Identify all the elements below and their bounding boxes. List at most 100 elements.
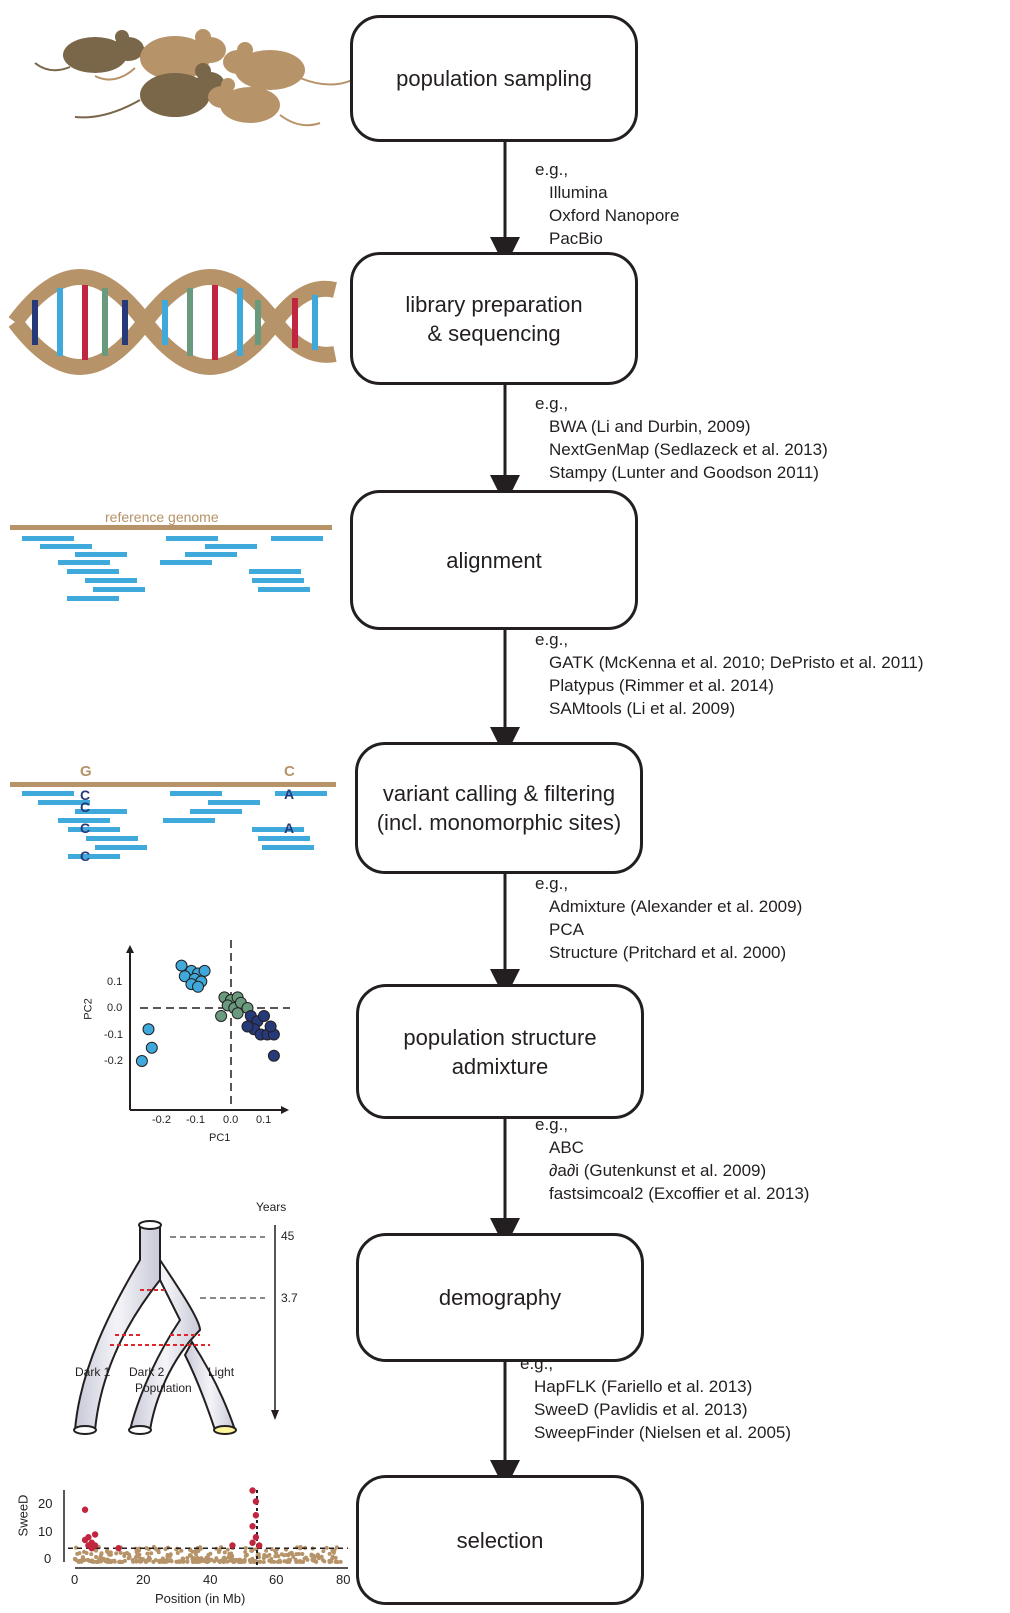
step-library-preparation: library preparation& sequencing (350, 252, 638, 385)
sweed-ytick: 20 (38, 1496, 53, 1511)
sweed-background-point (185, 1555, 190, 1560)
sweed-background-point (193, 1549, 198, 1554)
tools-header: e.g., (535, 874, 569, 893)
sweed-outlier-point (249, 1487, 256, 1494)
sweed-background-point (269, 1559, 274, 1564)
tools-structure: e.g., Admixture (Alexander et al. 2009) … (535, 872, 802, 964)
step-label: variant calling & filtering (382, 781, 616, 806)
sweed-background-point (217, 1559, 222, 1564)
sweed-outlier-point (252, 1534, 260, 1541)
pca-point-light-blue (145, 1041, 158, 1054)
pca-xtick: -0.1 (186, 1114, 205, 1126)
step-label: population sampling (396, 66, 592, 91)
sweed-background-point (214, 1556, 219, 1561)
sweed-background-point (209, 1557, 214, 1562)
tools-sequencing: e.g., Illumina Oxford Nanopore PacBio (535, 158, 679, 250)
alt-base-a-1: A (284, 786, 295, 802)
sweed-outlier-point (81, 1506, 89, 1513)
pca-ytick: -0.1 (104, 1029, 123, 1041)
tool-item: ABC (549, 1138, 584, 1157)
variant-illustration (10, 782, 336, 859)
pca-point-light-blue (175, 959, 188, 972)
tool-item: Platypus (Rimmer et al. 2014) (549, 676, 774, 695)
alt-base-c-4: C (80, 848, 91, 864)
step-label-2: & sequencing (427, 320, 561, 346)
sweed-background-point (314, 1559, 319, 1564)
sweed-background-point (127, 1554, 132, 1559)
sweed-background-point (224, 1559, 229, 1564)
sweed-xtick: 60 (269, 1572, 284, 1587)
step-label: alignment (446, 547, 542, 573)
tools-variant-calling: e.g., GATK (McKenna et al. 2010; DePrist… (535, 628, 924, 720)
sweed-background-point (228, 1558, 233, 1563)
years-label: Years (256, 1200, 287, 1214)
sweed-background-point (321, 1549, 326, 1554)
sweed-background-point (225, 1547, 230, 1552)
sweed-xlabel: Position (in Mb) (155, 1591, 246, 1606)
sweed-background-point (293, 1557, 298, 1562)
sweed-plot (63, 1487, 348, 1569)
sweed-background-point (122, 1551, 127, 1556)
tools-header: e.g., (535, 394, 569, 413)
sweed-background-point (139, 1556, 144, 1561)
sweed-background-point (276, 1554, 281, 1559)
sweed-background-point (327, 1551, 332, 1556)
sweed-background-point (236, 1559, 241, 1564)
sweed-background-point (286, 1553, 291, 1558)
sweed-background-point (175, 1550, 180, 1555)
tool-item: PCA (549, 920, 584, 939)
sweed-background-point (133, 1555, 138, 1560)
sweed-background-point (90, 1559, 95, 1564)
step-demography: demography (356, 1233, 644, 1362)
sweed-background-point (168, 1557, 173, 1562)
sweed-background-point (146, 1556, 151, 1561)
step-label: demography (438, 1285, 562, 1310)
sweed-background-point (98, 1558, 103, 1563)
sweed-background-point (257, 1555, 262, 1560)
step-label-2: (incl. monomorphic sites) (376, 810, 622, 835)
pca-point-dark-blue (267, 1049, 280, 1062)
sweed-background-point (179, 1548, 184, 1553)
reference-genome-bar-2 (10, 782, 336, 787)
sweed-outlier-point (252, 1512, 260, 1519)
sweed-background-point (316, 1556, 321, 1561)
sweed-outlier-point (252, 1498, 260, 1505)
pca-ylabel: PC2 (82, 998, 95, 1020)
sweed-background-point (309, 1553, 314, 1558)
pca-ytick: -0.2 (104, 1055, 123, 1067)
sweed-background-point (185, 1559, 190, 1564)
pca-xtick: -0.2 (152, 1114, 171, 1126)
sweed-background-point (327, 1560, 332, 1564)
alt-base-c-2: C (80, 799, 91, 815)
sweed-background-point (264, 1548, 269, 1553)
tool-item: fastsimcoal2 (Excoffier et al. 2013) (549, 1184, 810, 1203)
pca-xlabel: PC1 (209, 1132, 231, 1144)
mouse-4-icon (74, 63, 225, 119)
sweed-background-point (174, 1559, 179, 1564)
tool-item: Oxford Nanopore (549, 206, 680, 225)
sweed-background-point (108, 1550, 113, 1555)
sweed-background-point (105, 1549, 110, 1554)
sweed-background-point (228, 1554, 233, 1559)
tools-demography: e.g., ABC ∂a∂i (Gutenkunst et al. 2009) … (535, 1113, 809, 1205)
tool-item: GATK (McKenna et al. 2010; DePristo et a… (549, 653, 924, 672)
sweed-background-point (156, 1550, 161, 1555)
sweed-xtick: 40 (203, 1572, 218, 1587)
sweed-background-point (208, 1551, 213, 1556)
sweed-background-point (168, 1553, 173, 1558)
tool-item: Stampy (Lunter and Goodson 2011) (549, 463, 819, 482)
tool-item: HapFLK (Fariello et al. 2013) (534, 1377, 753, 1396)
pca-point-dark-blue (258, 1009, 270, 1022)
pca-point-dark-blue (241, 1020, 254, 1033)
population-name: Dark 1 (75, 1365, 111, 1379)
sweed-background-point (93, 1548, 98, 1553)
sweed-xtick: 0 (71, 1572, 79, 1587)
sweed-background-point (261, 1559, 266, 1564)
sweed-background-point (338, 1559, 343, 1564)
sweed-background-point (324, 1545, 329, 1550)
sweed-background-point (114, 1551, 119, 1556)
reference-genome-label: reference genome (105, 509, 219, 525)
mouse-2-icon (94, 29, 226, 81)
sweed-xtick: 20 (136, 1572, 151, 1587)
sweed-background-point (79, 1558, 84, 1563)
